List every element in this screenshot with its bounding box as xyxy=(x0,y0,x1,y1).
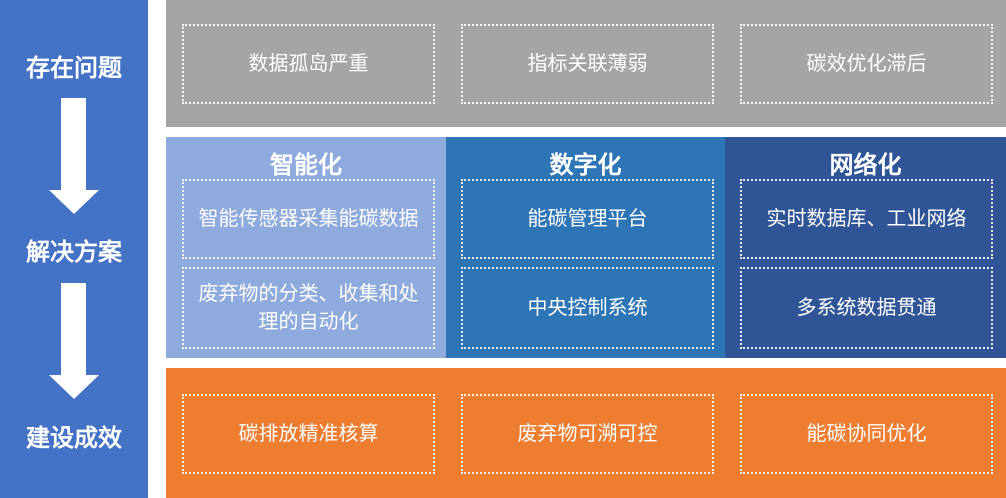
down-arrow-icon xyxy=(49,98,99,214)
solution-box: 多系统数据贯通 xyxy=(740,267,993,349)
stage-solution-label: 解决方案 xyxy=(26,239,122,266)
solution-column-intelligent: 智能化 智能传感器采集能碳数据 废弃物的分类、收集和处理的自动化 xyxy=(166,137,446,358)
down-arrow-icon xyxy=(49,283,99,399)
problem-band: 数据孤岛严重 指标关联薄弱 碳效优化滞后 xyxy=(166,0,1006,127)
solution-box: 智能传感器采集能碳数据 xyxy=(182,179,435,259)
column-title: 网络化 xyxy=(829,152,902,179)
result-box: 碳排放精准核算 xyxy=(182,394,435,474)
solution-column-digital: 数字化 能碳管理平台 中央控制系统 xyxy=(446,137,725,358)
problem-box: 数据孤岛严重 xyxy=(182,24,435,104)
stage-problem-label: 存在问题 xyxy=(26,55,122,82)
problem-box: 指标关联薄弱 xyxy=(461,24,714,104)
result-box: 废弃物可溯可控 xyxy=(461,394,714,474)
result-band: 碳排放精准核算 废弃物可溯可控 能碳协同优化 xyxy=(166,368,1006,498)
stage-column: 存在问题 解决方案 建设成效 xyxy=(0,0,148,498)
stage-result-label: 建设成效 xyxy=(26,425,122,452)
solution-box: 实时数据库、工业网络 xyxy=(740,179,993,259)
solution-box: 废弃物的分类、收集和处理的自动化 xyxy=(182,267,435,349)
result-box: 能碳协同优化 xyxy=(740,394,993,474)
solution-column-network: 网络化 实时数据库、工业网络 多系统数据贯通 xyxy=(725,137,1006,358)
solution-box: 中央控制系统 xyxy=(461,267,714,349)
solution-box: 能碳管理平台 xyxy=(461,179,714,259)
column-title: 数字化 xyxy=(549,152,622,179)
problem-box: 碳效优化滞后 xyxy=(740,24,993,104)
column-title: 智能化 xyxy=(270,152,342,179)
